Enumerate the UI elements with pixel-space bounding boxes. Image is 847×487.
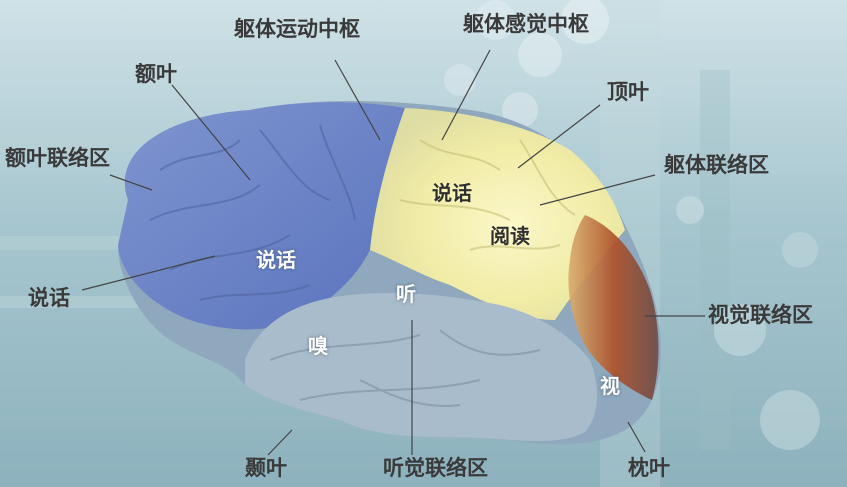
label-primary-somatosensory-cortex: 躯体感觉中枢 (463, 12, 589, 36)
label-somatosensory-association-area: 躯体联络区 (664, 153, 769, 177)
region-speech-upper: 说话 (432, 181, 472, 205)
region-smell: 嗅 (308, 334, 328, 358)
visual-region (568, 215, 659, 400)
leader-speech (81, 255, 216, 291)
label-frontal-lobe: 额叶 (135, 62, 177, 86)
label-parietal-lobe: 顶叶 (607, 80, 649, 104)
region-speech-broca: 说话 (256, 248, 296, 272)
temporal-lobe-region (245, 293, 597, 441)
label-prefrontal-association-area: 额叶联络区 (5, 146, 110, 170)
leader-parietal-lobe (517, 104, 601, 169)
label-occipital-lobe: 枕叶 (628, 456, 670, 480)
leader-prefrontal-association (109, 174, 153, 191)
label-primary-motor-cortex: 躯体运动中枢 (234, 17, 360, 41)
gyri-texture (149, 124, 356, 301)
region-hearing: 听 (396, 282, 416, 306)
leader-somatosensory-association (539, 174, 656, 206)
label-speech-outer: 说话 (28, 286, 70, 310)
leader-frontal-lobe (171, 84, 251, 181)
leader-temporal-lobe (267, 429, 293, 456)
leader-primary-motor (334, 59, 381, 141)
label-temporal-lobe: 颞叶 (245, 456, 287, 480)
leader-lines (81, 49, 705, 456)
leader-primary-somatosensory (441, 49, 491, 141)
leader-occipital-lobe (627, 421, 646, 453)
region-vision: 视 (600, 374, 620, 398)
label-auditory-association-area: 听觉联络区 (383, 456, 488, 480)
label-visual-association-area: 视觉联络区 (708, 303, 813, 327)
region-reading: 阅读 (490, 224, 530, 248)
